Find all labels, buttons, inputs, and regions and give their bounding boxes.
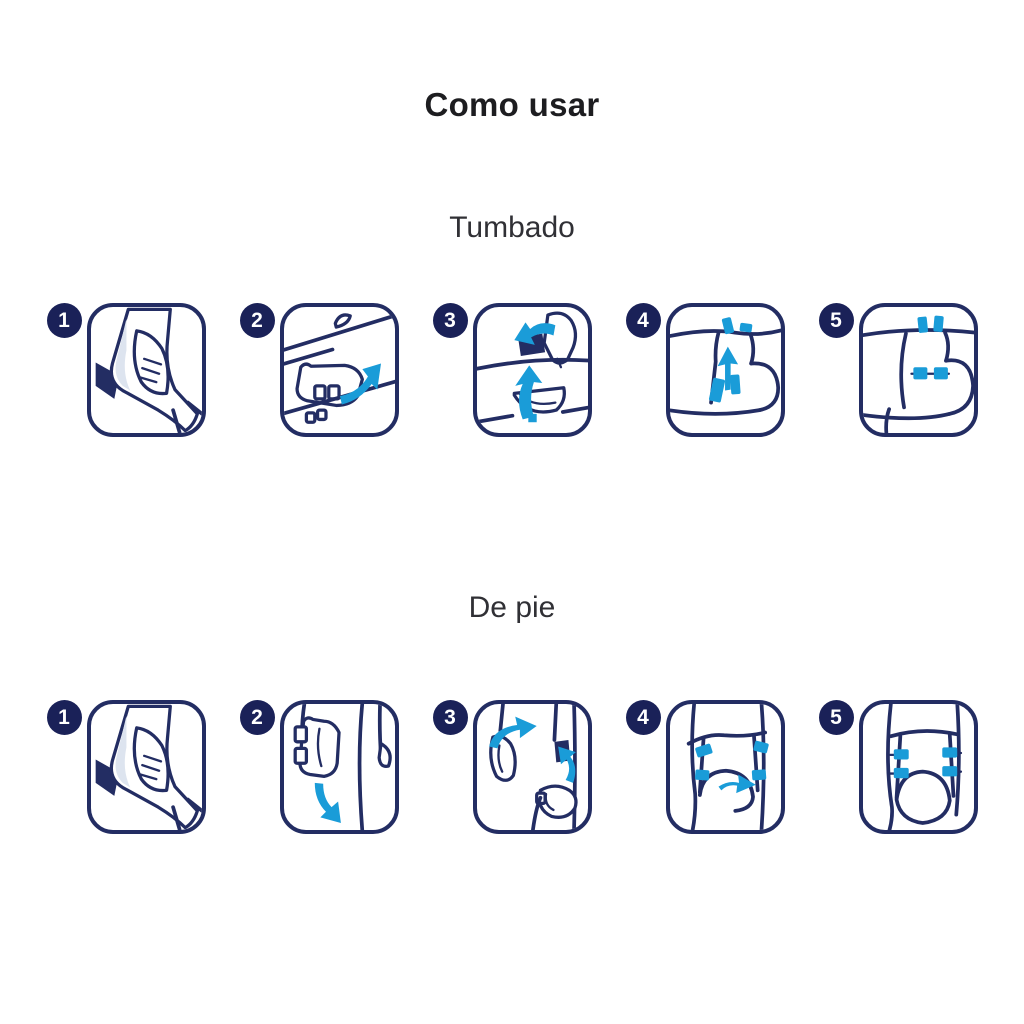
fastened-pad-standing-illustration: [885, 704, 962, 830]
step-panel: [86, 303, 206, 437]
step-number-badge: 3: [432, 700, 468, 735]
step-number-badge: 2: [239, 700, 275, 735]
step-number-badge: 4: [625, 303, 661, 338]
hold-pad-standing-illustration: [293, 704, 392, 830]
pull-through-lying-illustration: [476, 311, 588, 424]
step-number-badge: 5: [818, 700, 854, 735]
step-tumbado-1: 1: [46, 303, 206, 437]
section-title-de-pie: De pie: [468, 591, 556, 624]
step-panel: [665, 303, 785, 437]
step-de-pie-2: 2: [239, 700, 399, 834]
step-tumbado-4: 4: [625, 303, 785, 437]
step-panel: [279, 303, 399, 437]
step-tumbado-5: 5: [818, 303, 978, 437]
fold-pad-illustration: [95, 307, 202, 433]
step-number-badge: 3: [432, 303, 468, 338]
page-title: Como usar: [424, 86, 600, 123]
section-title-tumbado: Tumbado: [449, 211, 575, 244]
step-number-badge: 5: [818, 303, 854, 338]
steps-row-tumbado: 1 2: [0, 303, 1024, 437]
pull-between-legs-standing-illustration: [488, 704, 578, 830]
steps-row-de-pie: 1 2: [0, 700, 1024, 834]
fastened-pad-lying-illustration: [862, 315, 974, 433]
step-de-pie-1: 1: [46, 700, 206, 834]
step-tumbado-3: 3: [432, 303, 592, 437]
step-de-pie-3: 3: [432, 700, 592, 834]
step-panel: [472, 303, 592, 437]
step-panel: [858, 303, 978, 437]
step-panel: [472, 700, 592, 834]
step-panel: [86, 700, 206, 834]
step-number-badge: 2: [239, 303, 275, 338]
step-number-badge: 1: [46, 303, 82, 338]
step-de-pie-4: 4: [625, 700, 785, 834]
fasten-tabs-standing-illustration: [686, 704, 769, 830]
step-panel: [858, 700, 978, 834]
fasten-tabs-lying-illustration: [669, 317, 781, 416]
fold-pad-illustration: [95, 704, 202, 830]
step-panel: [279, 700, 399, 834]
place-pad-side-lying-illustration: [283, 313, 395, 424]
step-panel: [665, 700, 785, 834]
step-de-pie-5: 5: [818, 700, 978, 834]
step-number-badge: 1: [46, 700, 82, 735]
step-tumbado-2: 2: [239, 303, 399, 437]
step-number-badge: 4: [625, 700, 661, 735]
